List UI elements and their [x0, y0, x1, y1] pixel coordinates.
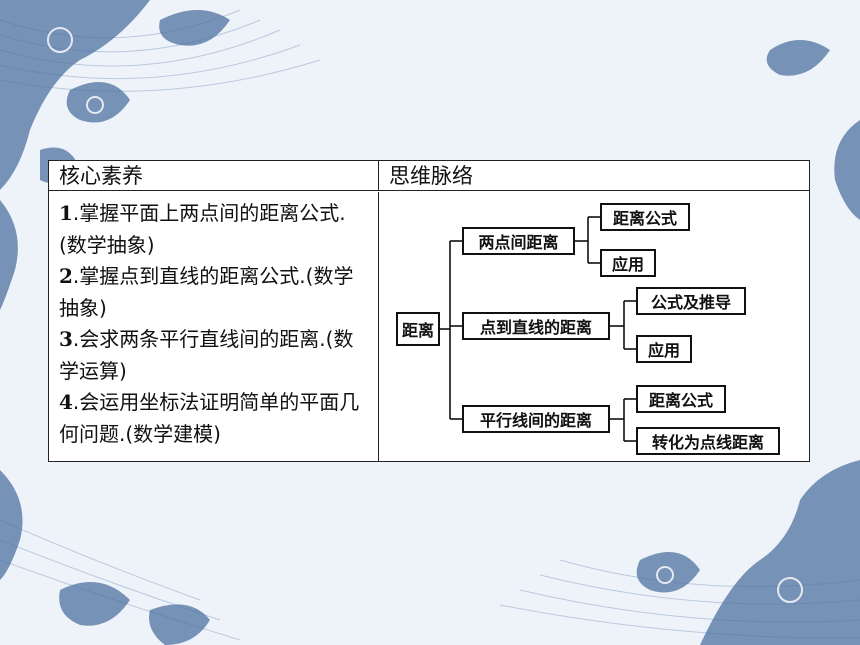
- mindmap-branch-node: 平行线间的距离: [462, 405, 610, 433]
- mindmap-leaf-node: 距离公式: [600, 203, 690, 231]
- mind-map-connectors: [438, 216, 636, 442]
- mind-map: 距离 两点间距离 点到直线的距离 平行线间的距离 距离公式 应用 公式及推导 应…: [394, 199, 784, 457]
- mindmap-leaf-node: 应用: [636, 335, 692, 363]
- mindmap-branch-node: 两点间距离: [462, 227, 575, 255]
- objectives-list: 1.掌握平面上两点间的距离公式.(数学抽象) 2.掌握点到直线的距离公式.(数学…: [49, 192, 379, 461]
- mindmap-leaf-node: 距离公式: [636, 385, 726, 413]
- header-thinking-map: 思维脉络: [379, 161, 809, 191]
- objective-item: 2.掌握点到直线的距离公式.(数学抽象): [59, 264, 354, 320]
- mindmap-leaf-node: 应用: [600, 249, 656, 277]
- mindmap-root-node: 距离: [396, 312, 440, 346]
- content-table: 核心素养 思维脉络 1.掌握平面上两点间的距离公式.(数学抽象) 2.掌握点到直…: [48, 160, 810, 462]
- objective-item: 4.会运用坐标法证明简单的平面几何问题.(数学建模): [59, 390, 360, 446]
- mindmap-branch-node: 点到直线的距离: [462, 312, 610, 340]
- objective-item: 3.会求两条平行直线间的距离.(数学运算): [59, 327, 354, 383]
- mindmap-leaf-node: 公式及推导: [636, 287, 746, 315]
- header-core-literacy: 核心素养: [49, 161, 379, 191]
- mindmap-leaf-node: 转化为点线距离: [636, 427, 780, 455]
- objective-item: 1.掌握平面上两点间的距离公式.(数学抽象): [59, 201, 346, 257]
